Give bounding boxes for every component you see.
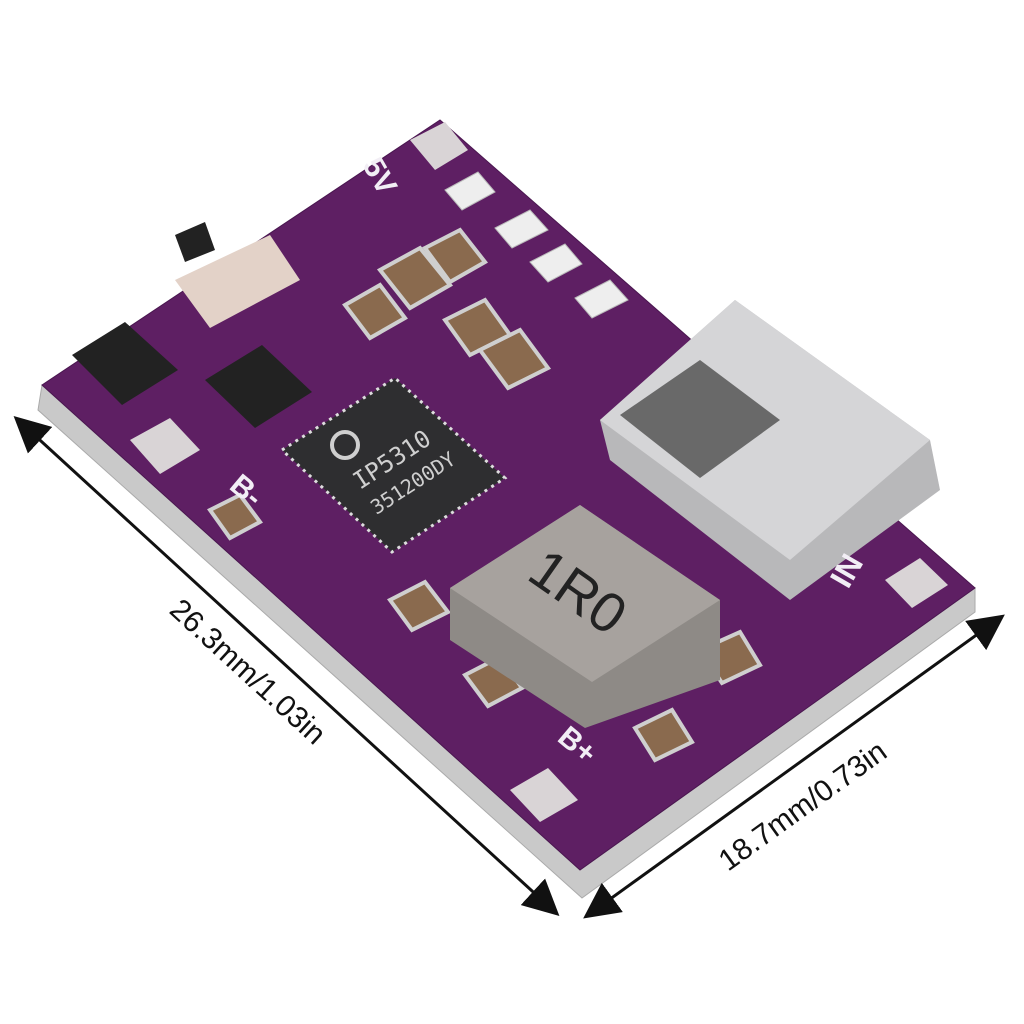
mosfet-2	[205, 345, 312, 428]
length-dimension-arrow	[13, 415, 560, 917]
width-dimension-arrow	[583, 614, 1005, 919]
usb-c-port	[600, 300, 940, 600]
mosfet-1	[72, 322, 178, 405]
slide-switch	[175, 222, 300, 328]
leds	[444, 171, 629, 319]
